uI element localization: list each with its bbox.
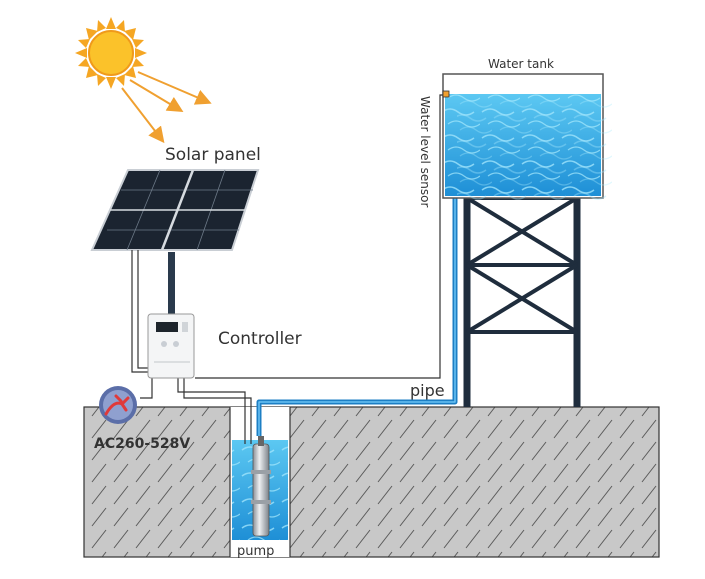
solar-panel <box>90 169 260 314</box>
water-tank <box>442 73 613 202</box>
water-level-sensor-icon <box>442 90 450 98</box>
ac-plug-icon <box>99 386 137 424</box>
pipe <box>256 196 458 436</box>
water-tank-label: Water tank <box>488 57 554 71</box>
solar-panel-label: Solar panel <box>165 145 261 165</box>
pump-label: pump <box>237 544 274 559</box>
submersible-pump <box>251 436 271 537</box>
ac-supply-label: AC260-528V <box>94 436 190 452</box>
water-level-sensor-label: Water level sensor <box>418 96 432 207</box>
pipe-label: pipe <box>410 381 445 400</box>
sun-rays <box>121 71 212 144</box>
ground <box>83 406 660 558</box>
controller-label: Controller <box>218 329 302 349</box>
sun-icon <box>75 17 147 89</box>
controller-box <box>147 313 195 379</box>
water-tower <box>463 196 581 407</box>
